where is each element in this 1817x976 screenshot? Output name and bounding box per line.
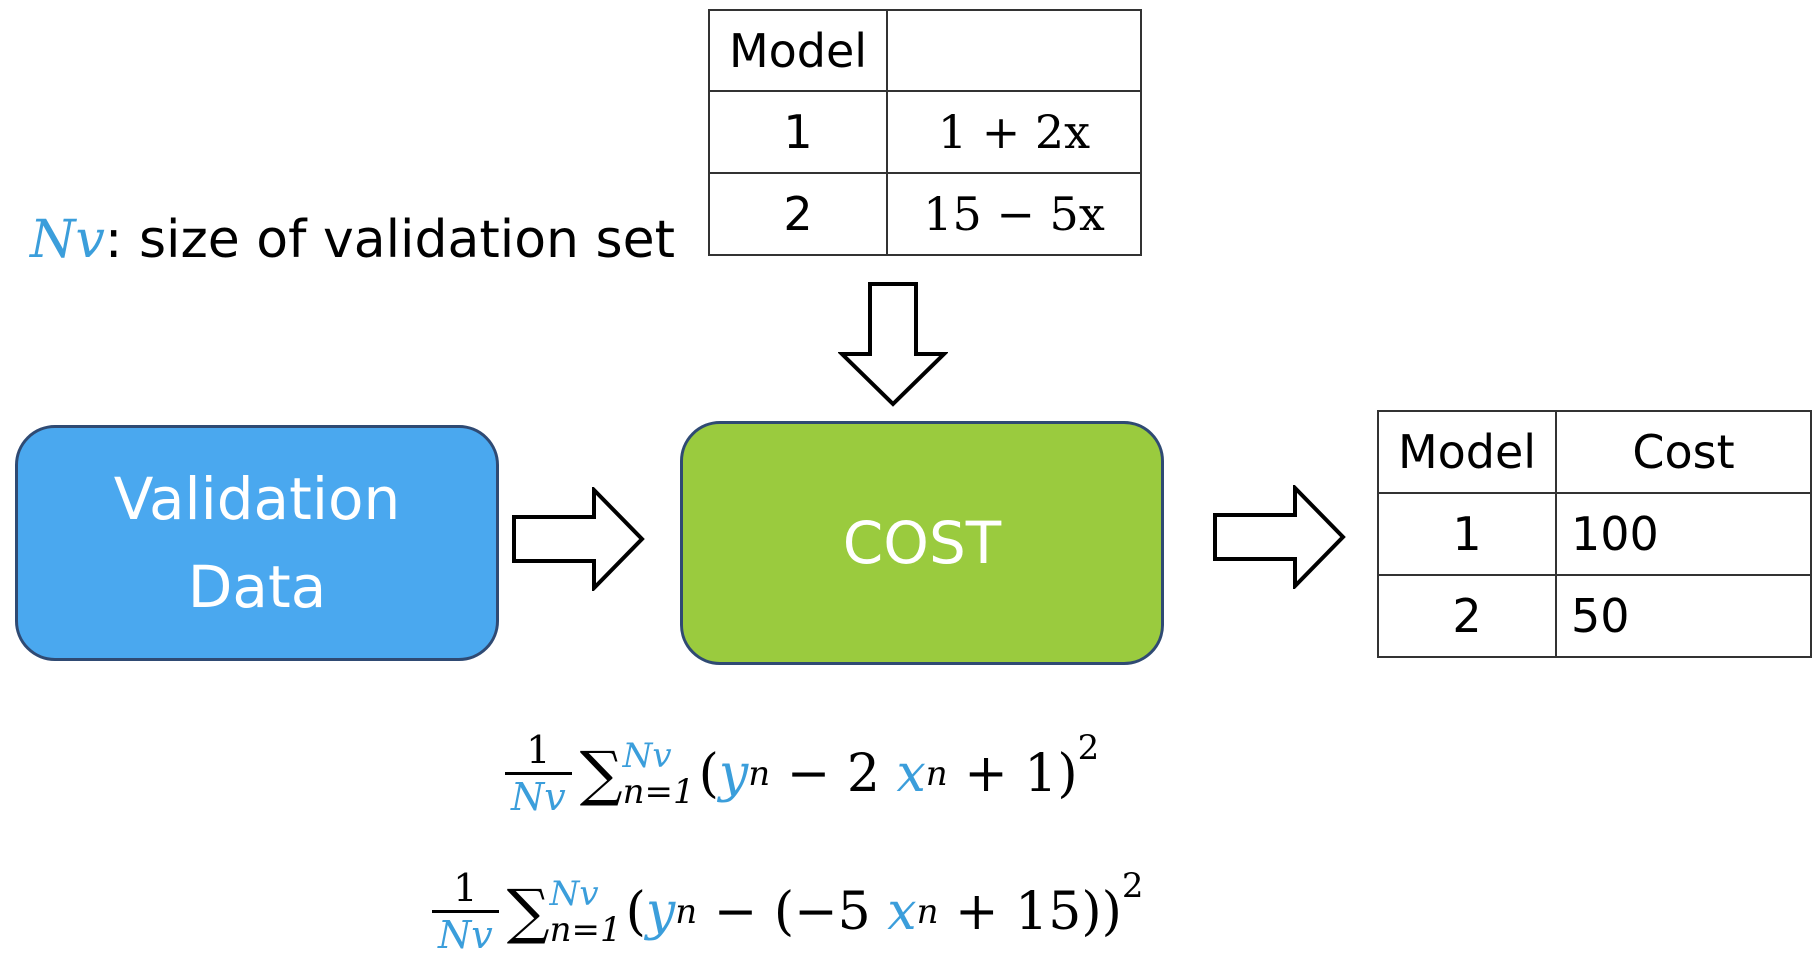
models-table-header-model: Model [708, 9, 888, 92]
models-table-formula-cell: 15 − 5x [886, 172, 1142, 256]
fraction-numerator: 1 [453, 866, 478, 910]
cost-table-model-cell: 2 [1377, 574, 1557, 658]
x-subscript: n [916, 891, 939, 932]
summation-symbol: ∑ [506, 876, 550, 947]
formula-tail: + 15)) [938, 881, 1122, 942]
sum-upper-limit: Nv [549, 873, 599, 914]
sum-lower-limit: n=1 [622, 771, 695, 812]
cost-box-label: COST [842, 509, 1002, 577]
open-paren: ( [698, 743, 719, 804]
exponent: 2 [1121, 866, 1144, 906]
cost-table-cost-cell: 50 [1555, 574, 1812, 658]
cost-table: Model Cost 1 100 2 50 [1377, 410, 1812, 658]
cost-table-header-cost: Cost [1555, 410, 1812, 494]
down-arrow-icon [838, 282, 948, 407]
x-subscript: n [925, 753, 948, 794]
y-subscript: n [748, 753, 771, 794]
formula-tail: + 1) [947, 743, 1078, 804]
models-table-model-cell: 1 [708, 90, 888, 174]
validation-box-line2: Data [187, 553, 327, 621]
models-table-formula-cell: 1 + 2x [886, 90, 1142, 174]
validation-data-box: Validation Data [15, 425, 499, 661]
cost-table-header-model: Model [1377, 410, 1557, 494]
summation-limits: Nv n=1 [623, 738, 695, 810]
right-arrow-icon [1213, 485, 1346, 589]
models-table-model-cell: 2 [708, 172, 888, 256]
sum-lower-limit: n=1 [549, 909, 622, 950]
formula-minus-term: − 2 [770, 743, 897, 804]
y-symbol: y [718, 743, 749, 804]
nv-note: Nv: size of validation set [30, 210, 675, 270]
y-symbol: y [645, 881, 676, 942]
cost-table-model-cell: 1 [1377, 492, 1557, 576]
y-subscript: n [675, 891, 698, 932]
formula-mid-term: − (−5 [697, 881, 888, 942]
models-table-header-blank [886, 9, 1142, 92]
nv-symbol: Nv [30, 210, 105, 270]
x-symbol: x [896, 743, 926, 804]
fraction: 1 Nv [432, 866, 499, 957]
fraction: 1 Nv [505, 728, 572, 819]
right-arrow-icon [512, 487, 645, 591]
x-symbol: x [887, 881, 917, 942]
exponent: 2 [1077, 728, 1100, 768]
nv-description: : size of validation set [104, 210, 675, 270]
fraction-denominator: Nv [432, 910, 499, 957]
models-table: Model 1 1 + 2x 2 15 − 5x [708, 9, 1142, 256]
open-paren: ( [625, 881, 646, 942]
summation-symbol: ∑ [579, 738, 623, 809]
summation-limits: Nv n=1 [550, 876, 622, 948]
cost-box: COST [680, 421, 1164, 665]
fraction-denominator: Nv [505, 772, 572, 819]
sum-upper-limit: Nv [622, 735, 672, 776]
validation-box-line1: Validation [113, 465, 401, 533]
fraction-numerator: 1 [526, 728, 551, 772]
cost-table-cost-cell: 100 [1555, 492, 1812, 576]
